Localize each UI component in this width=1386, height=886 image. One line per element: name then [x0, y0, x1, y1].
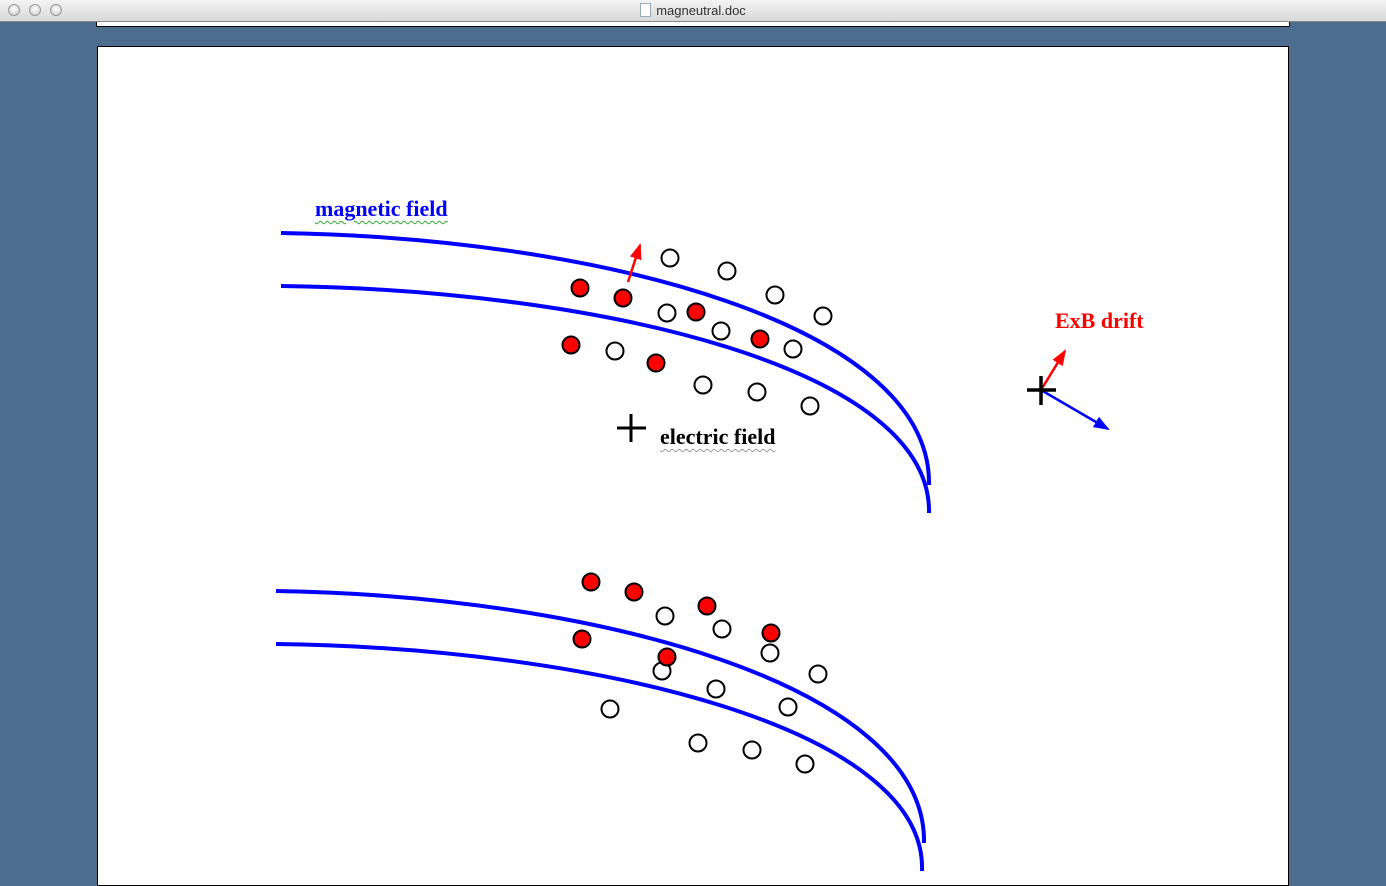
- window-titlebar: magneutral.doc: [0, 0, 1386, 22]
- exb-diagram: [1027, 349, 1110, 431]
- previous-page-edge: [96, 22, 1290, 27]
- minimize-button[interactable]: [29, 4, 41, 16]
- field-line-top-inner: [280, 284, 932, 514]
- exb-plus-icon: [1027, 376, 1056, 405]
- magnetic-field-label: magnetic field: [315, 196, 448, 222]
- electric-field-label: electric field: [660, 424, 775, 450]
- ion-particles-bottom: [572, 572, 781, 667]
- electric-field-text: electric field: [660, 424, 776, 449]
- window-title-text: magneutral.doc: [656, 3, 746, 18]
- window-title: magneutral.doc: [0, 3, 1386, 18]
- exb-drift-label: ExB drift: [1055, 308, 1144, 334]
- close-button[interactable]: [8, 4, 20, 16]
- electric-field-plus-icon: [617, 414, 646, 442]
- neutral-particles-top: [605, 248, 833, 416]
- ion-velocity-arrow: [626, 243, 642, 283]
- field-line-top-outer: [280, 231, 932, 486]
- field-line-bottom-inner: [275, 642, 925, 872]
- field-line-bottom-outer: [275, 589, 927, 844]
- document-icon: [640, 3, 652, 17]
- neutral-particles-bottom: [600, 606, 828, 774]
- ion-particles-top: [561, 278, 770, 373]
- magnetic-field-text: magnetic field: [315, 196, 448, 221]
- exb-drift-text: ExB drift: [1055, 308, 1144, 333]
- zoom-button[interactable]: [50, 4, 62, 16]
